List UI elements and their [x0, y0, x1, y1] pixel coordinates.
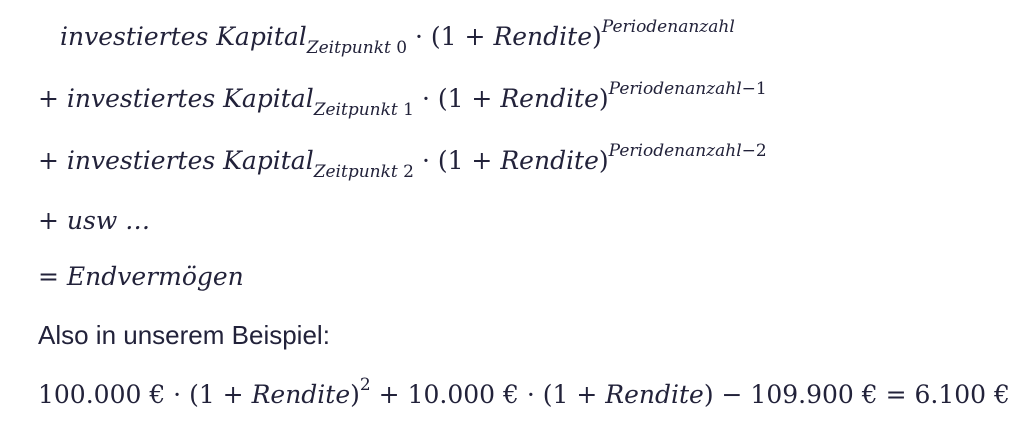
example-intro: Also in unserem Beispiel: [38, 320, 330, 350]
etc-text: usw … [66, 206, 151, 235]
example-exponent: 2 [359, 375, 371, 395]
plus-operator: + [38, 84, 59, 113]
example-part-2: + 10.000 € · (1 + [370, 380, 606, 409]
exponent: Periodenanzahl [608, 141, 742, 161]
subscript-word: Zeitpunkt [313, 100, 398, 120]
subscript: Zeitpunkt 1 [314, 100, 414, 120]
exponent-tail: −1 [741, 79, 767, 99]
factor-close: ) [598, 84, 609, 113]
subscript-number: 2 [403, 162, 414, 182]
formula-line-1: investiertes KapitalZeitpunkt 0 · (1 + R… [60, 17, 735, 58]
exponent-tail: −2 [741, 141, 767, 161]
formula-line-2: + investiertes KapitalZeitpunkt 1 · (1 +… [38, 79, 767, 120]
formula-line-result: = Endvermögen [38, 262, 244, 292]
subscript-number: 0 [396, 38, 408, 58]
term-text: investiertes Kapital [66, 146, 314, 175]
factor-open: · (1 + [421, 84, 501, 113]
rendite-var: Rendite [500, 146, 599, 175]
factor-close: ) [592, 22, 602, 51]
plus-operator: + [38, 146, 59, 175]
result-text: Endvermögen [66, 262, 244, 291]
subscript-word: Zeitpunkt [313, 162, 398, 182]
term-text: investiertes Kapital [66, 84, 314, 113]
rendite-var: Rendite [251, 380, 351, 409]
term-text: investiertes Kapital [60, 22, 307, 51]
plus-operator: + [38, 206, 59, 235]
rendite-var: Rendite [500, 84, 599, 113]
subscript: Zeitpunkt 0 [307, 38, 407, 58]
rendite-var: Rendite [605, 380, 704, 409]
formula-line-3: + investiertes KapitalZeitpunkt 2 · (1 +… [38, 141, 767, 182]
subscript-word: Zeitpunkt [306, 38, 391, 58]
equals-operator: = [38, 262, 59, 291]
factor-open: · (1 + [415, 22, 494, 51]
exponent: Periodenanzahl [608, 79, 742, 99]
subscript-number: 1 [403, 100, 414, 120]
example-part-1: 100.000 € · (1 + [38, 380, 252, 409]
factor-open: · (1 + [421, 146, 501, 175]
factor-close: ) [598, 146, 609, 175]
exponent: Periodenanzahl [601, 17, 735, 37]
subscript: Zeitpunkt 2 [314, 162, 414, 182]
rendite-var: Rendite [493, 22, 592, 51]
formula-line-etc: + usw … [38, 206, 150, 236]
example-formula: 100.000 € · (1 + Rendite)2 + 10.000 € · … [38, 375, 1010, 413]
example-close-1: ) [350, 380, 360, 409]
example-close-2: ) − 109.900 € = 6.100 € [703, 380, 1010, 409]
